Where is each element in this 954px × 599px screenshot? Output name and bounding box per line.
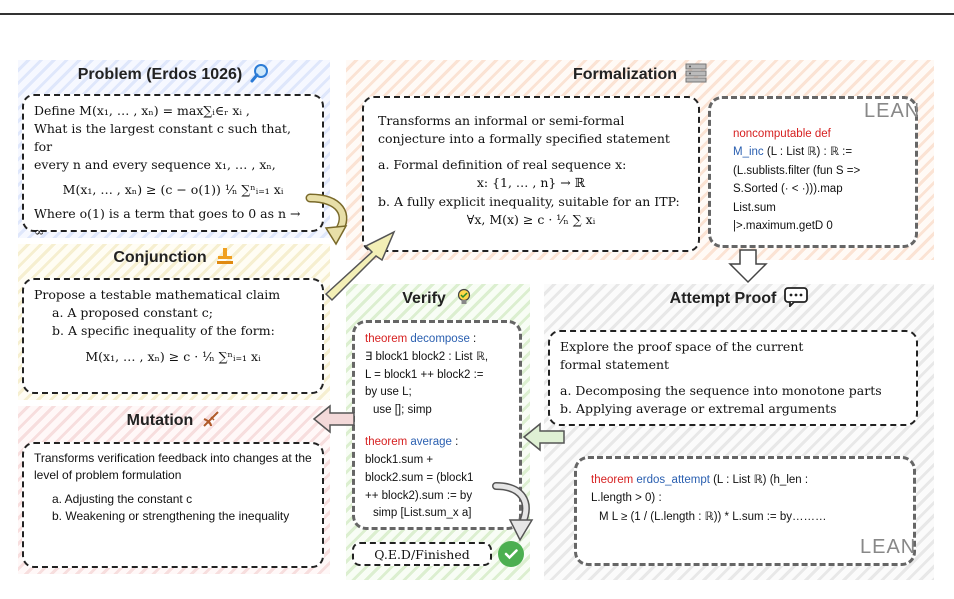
lightbulb-icon: [454, 287, 474, 312]
formalization-formula: ∀x, M(x) ≥ c · ¹⁄ₙ ∑ xᵢ: [466, 211, 596, 227]
problem-formula: M(x₁, … , xₙ) ≥ (c − o(1)) ¹⁄ₙ ∑ⁿᵢ₌₁ xᵢ: [62, 181, 284, 197]
server-icon: [685, 63, 707, 88]
formalization-item: a. Formal definition of real sequence x:: [378, 157, 627, 173]
code-keyword: theorem: [591, 474, 634, 486]
conjunction-item: a. A proposed constant c;: [52, 305, 213, 321]
attempt-line: formal statement: [560, 357, 670, 373]
down-arrow: [728, 249, 768, 284]
attempt-item: a. Decomposing the sequence into monoton…: [560, 383, 882, 399]
attempt-box: Explore the proof space of the current f…: [548, 330, 918, 426]
code-keyword: theorem: [365, 436, 408, 449]
formalization-formula: x: {1, … , n} → ℝ: [476, 175, 586, 191]
conjunction-header: Conjunction: [18, 245, 330, 271]
code-line: theorem decompose :: [365, 331, 509, 349]
formalization-item: b. A fully explicit inequality, suitable…: [378, 193, 680, 209]
dna-icon: [201, 409, 221, 434]
curved-arrow-verify-to-qed: [492, 482, 534, 542]
problem-box: Define M(x₁, … , xₙ) = max∑ᵢ∈ᵣ xᵢ , What…: [22, 94, 324, 239]
mutation-item: a. Adjusting the constant c: [52, 491, 193, 506]
mutation-header: Mutation: [18, 408, 330, 434]
verify-title: Verify: [402, 290, 446, 307]
stamp-icon: [215, 246, 235, 271]
left-arrow-attempt-to-verify: [522, 422, 565, 452]
mutation-line: Transforms verification feedback into ch…: [34, 451, 312, 483]
code-function-name: average: [410, 436, 452, 449]
code-function-name: erdos_attempt: [636, 474, 710, 486]
chat-bubble-icon: [784, 286, 809, 312]
qed-box: Q.E.D/Finished: [352, 542, 492, 566]
mutation-title: Mutation: [126, 412, 194, 429]
code-line: M L ≥ (1 / (L.length : ℝ)) * L.sum := by…: [599, 510, 827, 523]
lean-logo: LEAN: [864, 100, 921, 122]
code-text: :: [451, 436, 459, 449]
code-text: (L : List ℝ) (h_len :: [709, 474, 809, 486]
verify-header: Verify: [346, 286, 530, 312]
code-line: L = block1 ++ block2 :=: [365, 368, 484, 381]
code-line: |>.maximum.getD 0: [733, 219, 833, 232]
code-line: ∃ block1 block2 : List ℝ,: [365, 350, 489, 363]
problem-line: every n and every sequence x₁, … , xₙ,: [34, 157, 276, 173]
attempt-code-block: theorem erdos_attempt (L : List ℝ) (h_le…: [574, 456, 916, 566]
code-function-name: M_inc: [733, 146, 764, 159]
diagonal-arrow-conjunction-to-formalization: [324, 230, 396, 302]
formalization-line: conjecture into a formally specified sta…: [378, 131, 670, 147]
code-keyword: noncomputable def: [733, 128, 831, 140]
code-line: block1.sum +: [365, 453, 434, 466]
code-line: use []; simp: [373, 404, 432, 417]
conjunction-formula: M(x₁, … , xₙ) ≥ c · ¹⁄ₙ ∑ⁿᵢ₌₁ xᵢ: [85, 349, 261, 365]
left-arrow-verify-to-mutation: [312, 404, 355, 434]
magnifier-icon: [250, 63, 270, 88]
code-line: simp [List.sum_x a]: [373, 507, 472, 520]
code-function-name: decompose: [410, 333, 470, 345]
code-line: theorem erdos_attempt (L : List ℝ) (h_le…: [591, 471, 899, 489]
code-line: List.sum: [733, 201, 776, 214]
code-keyword: theorem: [365, 333, 408, 345]
conjunction-item: b. A specific inequality of the form:: [52, 323, 275, 339]
code-line: by use L;: [365, 386, 412, 399]
problem-title: Problem (Erdos 1026): [77, 66, 243, 83]
formalization-box: Transforms an informal or semi-formal co…: [362, 96, 700, 252]
code-line: L.length > 0) :: [591, 492, 662, 505]
mutation-item: b. Weakening or strengthening the inequa…: [52, 509, 290, 524]
conjunction-line: Propose a testable mathematical claim: [34, 287, 281, 302]
top-rule: [0, 13, 954, 15]
code-text: (L : List ℝ) : ℝ :=: [763, 146, 853, 159]
code-line: (L.sublists.filter (fun S =>: [733, 164, 861, 177]
code-text: :: [469, 333, 477, 345]
code-line: S.Sorted (· < ·))).map: [733, 183, 843, 196]
lean-logo: LEAN: [860, 536, 917, 558]
formalization-title: Formalization: [572, 66, 677, 83]
attempt-title: Attempt Proof: [669, 290, 777, 307]
check-circle-icon: [498, 541, 524, 567]
curved-arrow-problem-to-conjunction: [305, 193, 348, 246]
attempt-line: Explore the proof space of the current: [560, 339, 804, 354]
conjunction-box: Propose a testable mathematical claim a.…: [22, 278, 324, 394]
verify-code-block: theorem decompose : ∃ block1 block2 : Li…: [352, 320, 522, 530]
code-line: M_inc (L : List ℝ) : ℝ :=: [733, 143, 903, 161]
code-line: block2.sum = (block1: [365, 471, 474, 484]
formalization-line: Transforms an informal or semi-formal: [378, 113, 625, 128]
code-line: theorem average :: [365, 434, 509, 452]
code-line: ++ block2).sum := by: [365, 489, 473, 502]
conjunction-title: Conjunction: [113, 249, 207, 266]
formalization-header: Formalization: [346, 62, 934, 88]
attempt-item: b. Applying average or extremal argument…: [560, 401, 837, 417]
problem-line: Define M(x₁, … , xₙ) = max∑ᵢ∈ᵣ xᵢ ,: [34, 103, 250, 118]
problem-header: Problem (Erdos 1026): [18, 62, 330, 88]
problem-line: Where o(1) is a term that goes to 0 as n…: [34, 205, 301, 239]
formalization-code-block: noncomputable def M_inc (L : List ℝ) : ℝ…: [708, 96, 918, 248]
mutation-box: Transforms verification feedback into ch…: [22, 442, 324, 568]
problem-line: What is the largest constant c such that…: [34, 121, 291, 155]
attempt-header: Attempt Proof: [544, 286, 934, 312]
